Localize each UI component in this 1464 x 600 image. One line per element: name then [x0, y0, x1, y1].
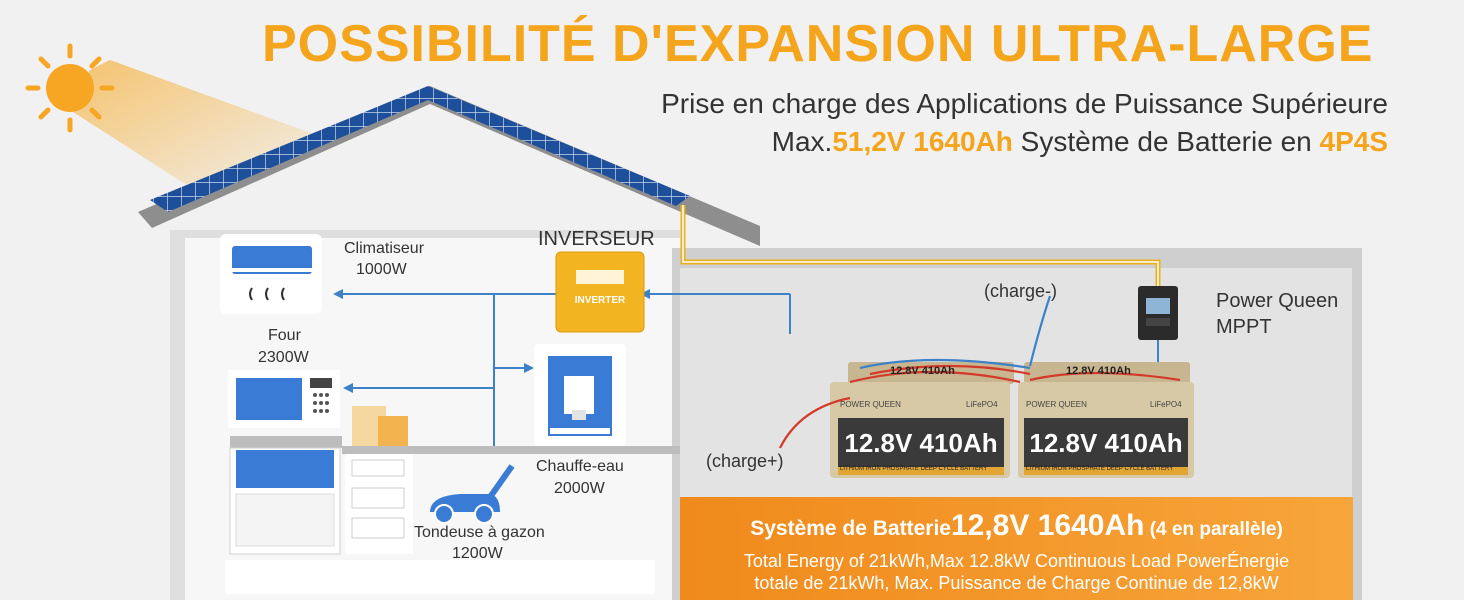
red-cable [779, 396, 851, 449]
charge-minus-label: (charge-) [984, 281, 1058, 301]
mppt-controller [1138, 286, 1178, 340]
battery-desc-right: LITHIUM IRON PHOSPHATE DEEP CYCLE BATTER… [1026, 466, 1174, 472]
oven-power: 2300W [258, 349, 309, 366]
air-conditioner-power: 1000W [356, 261, 407, 278]
inverter-label: INVERSEUR [538, 228, 655, 250]
mower-power: 1200W [452, 545, 503, 562]
subtitle-config: 4P4S [1319, 126, 1389, 157]
battery-chem-right: LiFePO4 [1150, 400, 1182, 409]
subtitle-system: Système de Batterie en [1012, 126, 1320, 157]
kitchen-cabinets [225, 406, 680, 594]
battery-label-right: 12.8V 410Ah [1024, 418, 1188, 459]
panel-headline-label: Système de Batterie [750, 517, 951, 540]
panel-headline-capacity: 12,8V 1640Ah [950, 509, 1145, 542]
lawn-mower-illustration [430, 464, 515, 524]
subtitle-line1: Prise en charge des Applications de Puis… [661, 88, 1388, 119]
battery-rating: 12.8V 410Ah [844, 428, 998, 458]
svg-text:INVERTER: INVERTER [575, 295, 626, 306]
sun-beam [70, 60, 330, 200]
blue-wires [340, 293, 1159, 448]
battery-label-left: 12.8V 410Ah [838, 418, 1004, 459]
air-conditioner-illustration [220, 234, 322, 314]
arrowheads [333, 289, 650, 393]
panel-line3: totale de 21kWh, Max. Puissance de Charg… [754, 573, 1279, 593]
water-heater-illustration [534, 344, 626, 446]
sun-icon [25, 43, 115, 133]
oven-name: Four [268, 327, 301, 344]
charge-plus-label: (charge+) [706, 451, 784, 471]
mppt-type: MPPT [1216, 316, 1272, 338]
battery-rating: 12.8V 410Ah [1029, 428, 1183, 458]
page-title: POSSIBILITÉ D'EXPANSION ULTRA-LARGE [262, 15, 1374, 73]
battery-brand-left: POWER QUEEN [840, 400, 901, 409]
battery-brand-right: POWER QUEEN [1026, 400, 1087, 409]
water-heater-power: 2000W [554, 480, 605, 497]
microwave-illustration [228, 370, 340, 428]
battery-system-panel: Système de Batterie12,8V 1640Ah (4 en pa… [680, 497, 1353, 600]
water-heater-name: Chauffe-eau [536, 458, 624, 475]
mppt-name: Power Queen [1216, 290, 1339, 312]
subtitle-max: Max. [771, 126, 833, 157]
panel-headline-config: (4 en parallèle) [1144, 519, 1283, 540]
subtitle-voltage: 51,2V 1640Ah [832, 126, 1013, 157]
mower-name: Tondeuse à gazon [414, 524, 545, 541]
panel-line2: Total Energy of 21kWh,Max 12.8kW Continu… [743, 551, 1290, 571]
battery-chem-left: LiFePO4 [966, 400, 998, 409]
battery-desc-left: LITHIUM IRON PHOSPHATE DEEP CYCLE BATTER… [840, 466, 988, 472]
battery-back-rating-right: 12.8V 410Ah [1066, 365, 1131, 377]
subtitle-line2: Max.51,2V 1640Ah Système de Batterie en … [772, 126, 1388, 158]
battery-bank [830, 362, 1194, 478]
air-conditioner-name: Climatiseur [344, 240, 425, 257]
blue-cable [1028, 295, 1052, 367]
panel-headline: Système de Batterie12,8V 1640Ah (4 en pa… [680, 509, 1353, 543]
inverter-device: INVERTER [555, 251, 645, 333]
battery-back-rating-left: 12.8V 410Ah [890, 365, 955, 377]
